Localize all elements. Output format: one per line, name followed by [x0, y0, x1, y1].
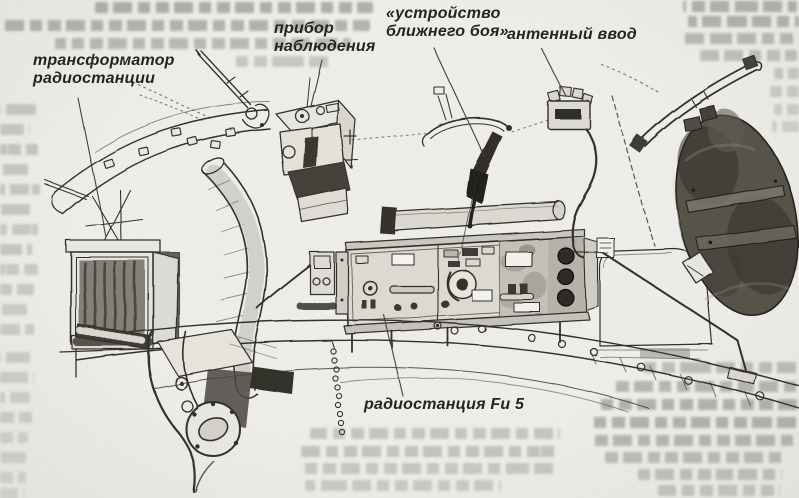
observation-device-unit: [275, 77, 359, 223]
hatch-support-rod: [559, 250, 758, 385]
antenna-lead-in-unit: [547, 86, 598, 259]
hidden-rod-dashed: [601, 64, 659, 247]
junction-box: [256, 251, 340, 310]
leader-antenna: [540, 47, 567, 97]
label-radio-transformer: трансформатор радиостанции: [33, 52, 175, 88]
leader-observation: [310, 59, 323, 107]
label-antenna-lead-in: антенный ввод: [507, 26, 637, 43]
leader-transformer: [77, 97, 107, 238]
turret-ring-upper: [51, 81, 271, 215]
stowed-antenna-rod: [44, 49, 270, 200]
label-close-combat-device: «устройство ближнего боя»: [386, 5, 509, 41]
radio-station-fu5-unit: [335, 200, 599, 353]
label-radio-station: радиостанция Fu 5: [364, 396, 525, 413]
leader-lines: [77, 47, 567, 397]
grab-handle-unit: [629, 54, 763, 153]
mounting-chain: [329, 341, 346, 436]
leader-radio: [383, 314, 404, 397]
traverse-mechanism: [147, 328, 294, 494]
close-combat-device-unit: [351, 86, 549, 269]
leader-close-combat: [433, 47, 485, 157]
label-observation-device: прибор наблюдения: [274, 20, 376, 56]
